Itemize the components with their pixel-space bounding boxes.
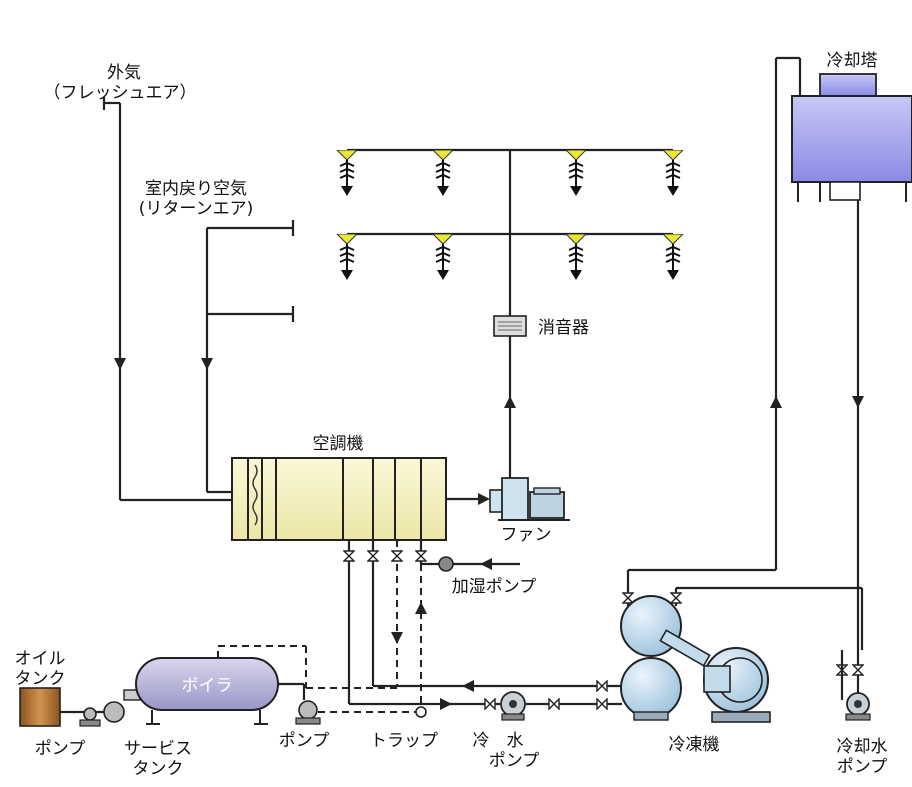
label-outside-air: 外気 — [107, 63, 141, 83]
chiller — [620, 568, 864, 723]
label-return-air: 室内戻り空気 — [145, 179, 247, 199]
label-service-tank: サービス — [124, 739, 192, 759]
label-air-conditioner: 空調機 — [313, 434, 364, 454]
label-humidifier-pump: 加湿ポンプ — [452, 577, 537, 597]
return-air-duct — [201, 220, 295, 494]
label-cooling-water-pump-sub: ポンプ — [837, 757, 888, 777]
oil-pump — [79, 707, 101, 727]
cooling-tower — [770, 56, 912, 721]
ahu-piping — [343, 540, 622, 712]
boiler-feed-pump — [295, 684, 421, 725]
label-oil-tank: オイル — [15, 649, 66, 669]
label-trap: トラップ — [370, 731, 438, 751]
label-cooling-tower: 冷却塔 — [827, 51, 878, 71]
label-oil-pump: ポンプ — [35, 739, 86, 759]
silencer — [493, 315, 527, 337]
label-boiler-pump: ポンプ — [279, 731, 330, 751]
label-service-tank-sub: タンク — [133, 759, 184, 779]
chilled-water-pump — [500, 691, 526, 721]
label-chilled-water-pump: 冷 水 — [473, 731, 524, 751]
label-chiller: 冷凍機 — [669, 735, 720, 755]
label-fan: ファン — [501, 525, 552, 545]
air-handling-unit — [231, 457, 447, 541]
outside-air-duct — [102, 97, 232, 502]
label-oil-tank-sub: タンク — [15, 669, 66, 689]
label-outside-air-sub: （フレッシュエア） — [44, 83, 197, 103]
flow-arrow-down — [201, 358, 213, 370]
flow-arrow-up — [504, 396, 516, 408]
label-silencer: 消音器 — [538, 318, 589, 338]
boiler — [135, 645, 397, 725]
label-chilled-water-pump-sub: ポンプ — [489, 751, 540, 771]
steam-trap — [415, 706, 427, 718]
label-boiler: ボイラ — [182, 676, 233, 696]
label-cooling-water-pump: 冷却水 — [837, 737, 888, 757]
label-return-air-sub: (リターンエア) — [139, 199, 253, 219]
flow-arrow-down — [114, 358, 126, 370]
humidifier-pump — [419, 540, 520, 572]
fan — [446, 477, 570, 521]
